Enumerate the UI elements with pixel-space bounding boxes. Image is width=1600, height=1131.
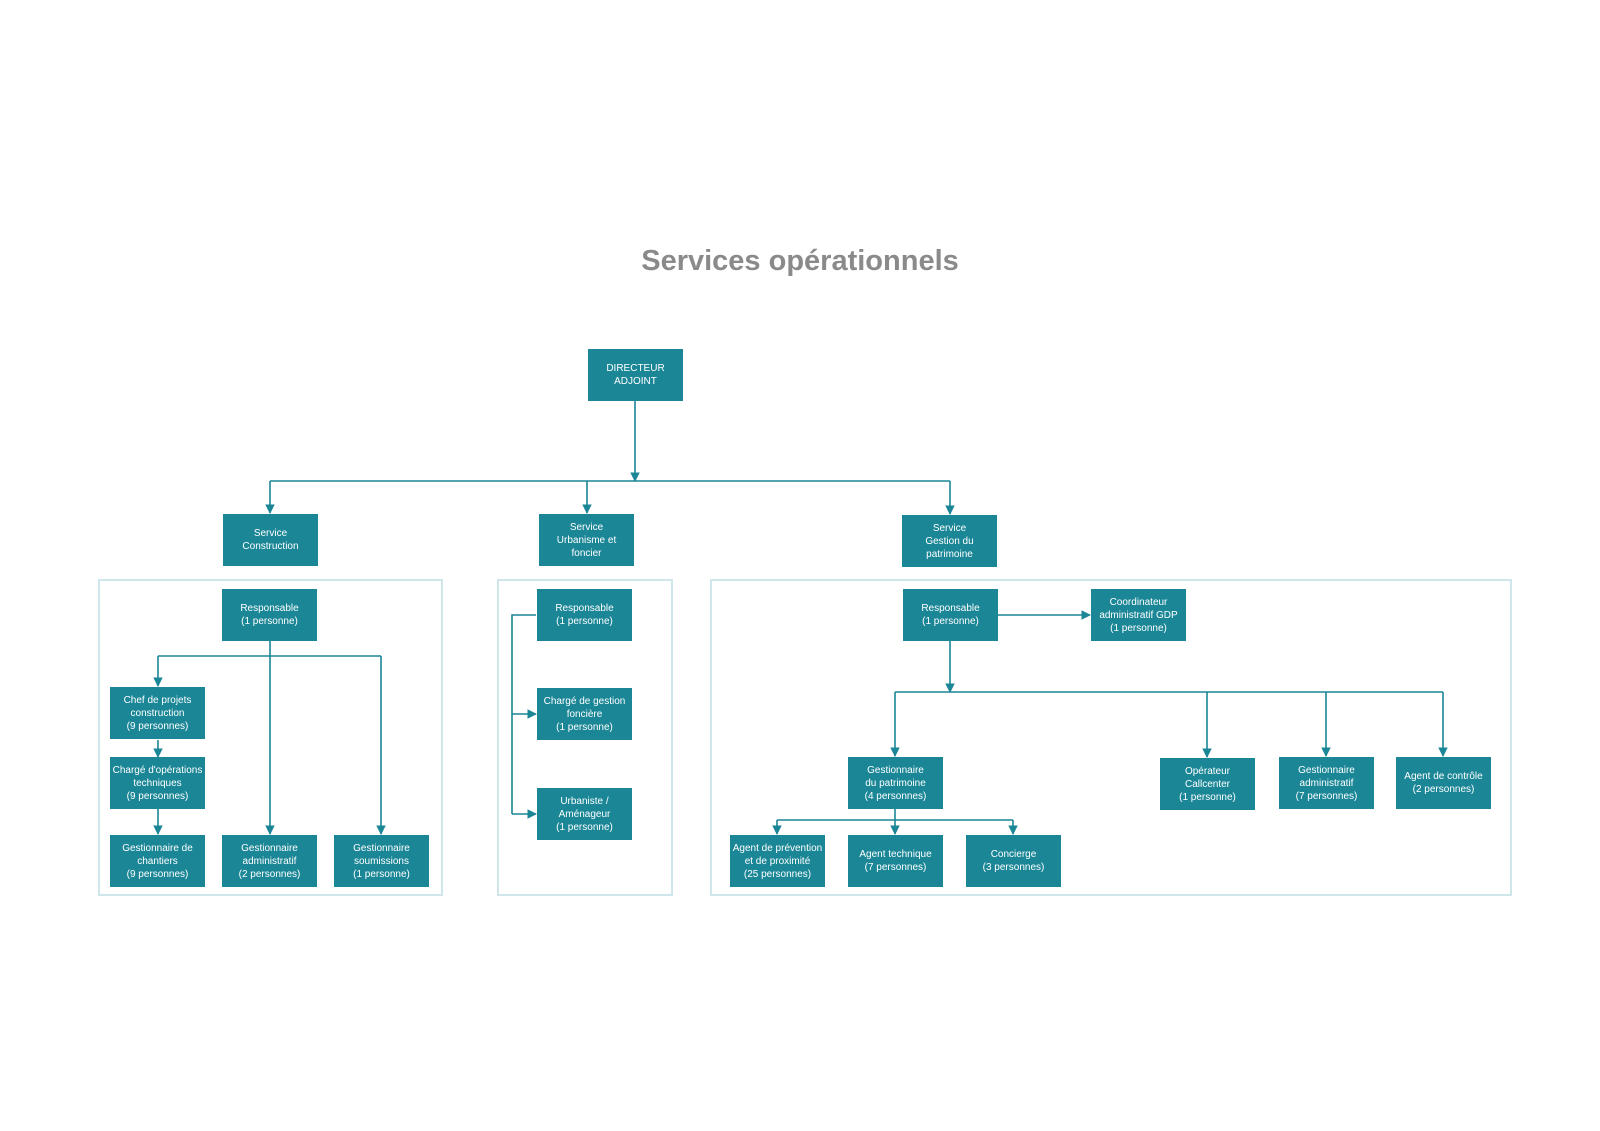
node-chef-projets-construction: Chef de projets construction (9 personne… bbox=[110, 687, 205, 739]
node-construction-gestionnaire-administratif: Gestionnaire administratif (2 personnes) bbox=[222, 835, 317, 887]
node-urbaniste-amenageur: Urbaniste / Aménageur (1 personne) bbox=[537, 788, 632, 840]
page-title: Services opérationnels bbox=[641, 245, 959, 277]
node-charge-gestion-fonciere: Chargé de gestion foncière (1 personne) bbox=[537, 688, 632, 740]
node-gestionnaire-chantiers: Gestionnaire de chantiers (9 personnes) bbox=[110, 835, 205, 887]
gdp-group-frame bbox=[710, 579, 1512, 896]
node-agent-prevention-proximite: Agent de prévention et de proximité (25 … bbox=[730, 835, 825, 887]
node-construction-responsable: Responsable (1 personne) bbox=[222, 589, 317, 641]
node-agent-controle: Agent de contrôle (2 personnes) bbox=[1396, 757, 1491, 809]
node-service-construction: Service Construction bbox=[223, 514, 318, 566]
node-agent-technique: Agent technique (7 personnes) bbox=[848, 835, 943, 887]
node-urbanisme-responsable: Responsable (1 personne) bbox=[537, 589, 632, 641]
node-directeur-adjoint: DIRECTEUR ADJOINT bbox=[588, 349, 683, 401]
node-gestionnaire-patrimoine: Gestionnaire du patrimoine (4 personnes) bbox=[848, 757, 943, 809]
construction-group-frame bbox=[98, 579, 443, 896]
node-gdp-gestionnaire-administratif: Gestionnaire administratif (7 personnes) bbox=[1279, 757, 1374, 809]
connector-urb-spine bbox=[511, 614, 536, 814]
node-service-gdp: Service Gestion du patrimoine bbox=[902, 515, 997, 567]
node-coordinateur-administratif-gdp: Coordinateur administratif GDP (1 person… bbox=[1091, 589, 1186, 641]
node-service-urbanisme: Service Urbanisme et foncier bbox=[539, 514, 634, 566]
node-operateur-callcenter: Opérateur Callcenter (1 personne) bbox=[1160, 758, 1255, 810]
node-gestionnaire-soumissions: Gestionnaire soumissions (1 personne) bbox=[334, 835, 429, 887]
urbanisme-group-frame bbox=[497, 579, 673, 896]
node-charge-operations-techniques: Chargé d'opérations techniques (9 person… bbox=[110, 757, 205, 809]
node-concierge: Concierge (3 personnes) bbox=[966, 835, 1061, 887]
node-gdp-responsable: Responsable (1 personne) bbox=[903, 589, 998, 641]
